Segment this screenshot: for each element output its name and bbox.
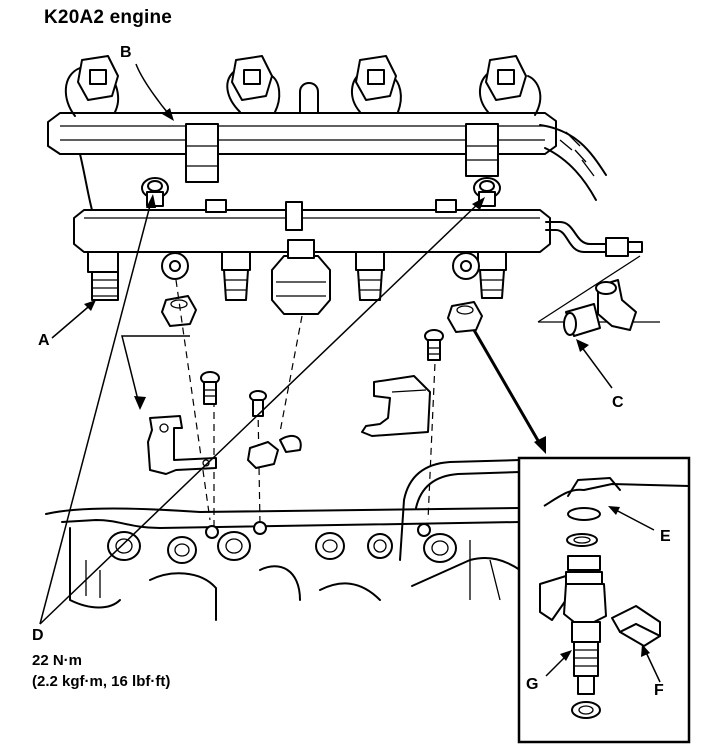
cushion-ring-right [447, 301, 483, 333]
clip-f [611, 605, 661, 647]
wire-harness [47, 55, 607, 211]
label-g: G [526, 676, 539, 693]
cylinder-head [45, 459, 521, 621]
quick-connect-fitting-c [537, 255, 660, 337]
injector-connector-1 [77, 55, 119, 101]
intake-port-5 [367, 533, 393, 559]
injector-2 [221, 251, 251, 301]
intake-port-6 [423, 533, 457, 563]
bolt-center [249, 390, 267, 417]
intake-port-3 [217, 531, 251, 561]
torque-alt: (2.2 kgf·m, 16 lbf·ft) [32, 673, 171, 690]
fuel-pressure-damper [271, 239, 331, 315]
torque-spec: 22 N·m (2.2 kgf·m, 16 lbf·ft) [32, 650, 170, 692]
injector-3 [355, 251, 385, 301]
bracket-right [361, 375, 431, 437]
bolt-d-left [141, 177, 169, 207]
injector-connector-2 [231, 55, 273, 101]
injector-4 [477, 251, 507, 299]
clamp-center [247, 434, 302, 469]
intake-port-2 [167, 536, 197, 564]
intake-port-1 [107, 531, 141, 561]
bolt-d-right [473, 177, 501, 207]
injector-connector-4 [485, 55, 527, 101]
bolt-right-bracket [424, 329, 444, 361]
cushion-ring-left [161, 295, 197, 327]
bracket-left [147, 415, 217, 475]
fuel-rail [73, 199, 643, 257]
label-b: B [120, 44, 132, 61]
injector-connector-3 [355, 55, 397, 101]
label-f: F [654, 682, 664, 699]
label-a: A [38, 332, 50, 349]
injector-a [87, 251, 119, 301]
injector-g [539, 555, 607, 695]
detail-inset [517, 456, 691, 744]
diagram-title: K20A2 engine [44, 7, 173, 28]
injector-row [87, 239, 507, 315]
label-d: D [32, 627, 44, 644]
torque-metric: 22 N·m [32, 652, 83, 669]
label-e: E [660, 528, 671, 545]
label-c: C [612, 394, 624, 411]
intake-port-4 [315, 532, 345, 560]
bolt-left-bracket [200, 371, 220, 405]
